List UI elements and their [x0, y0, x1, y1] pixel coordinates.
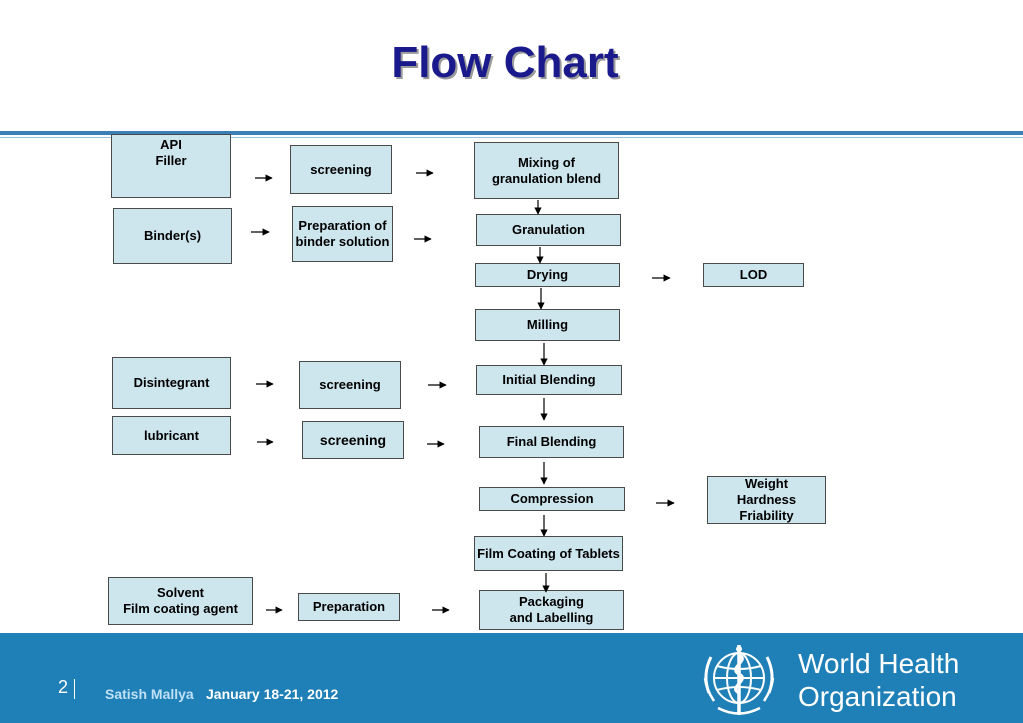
box-binder-preparation: Preparation of binder solution	[292, 206, 393, 262]
header-rule	[0, 131, 1023, 135]
box-solvent: Solvent Film coating agent	[108, 577, 253, 625]
box-preparation: Preparation	[298, 593, 400, 621]
who-emblem-icon	[703, 645, 775, 715]
box-milling: Milling	[475, 309, 620, 341]
box-lod: LOD	[703, 263, 804, 287]
box-quality-tests: Weight Hardness Friability	[707, 476, 826, 524]
page-separator	[74, 679, 75, 699]
page-number: 2	[58, 677, 69, 697]
box-binder: Binder(s)	[113, 208, 232, 264]
box-packaging: Packaging and Labelling	[479, 590, 624, 630]
slide-title: Flow Chart	[391, 38, 619, 87]
box-final-blending: Final Blending	[479, 426, 624, 458]
box-granulation: Granulation	[476, 214, 621, 246]
author-name: Satish Mallya	[105, 686, 194, 702]
box-disintegrant: Disintegrant	[112, 357, 231, 409]
box-screening-1: screening	[290, 145, 392, 194]
box-film-coating: Film Coating of Tablets	[474, 536, 623, 571]
box-compression: Compression	[479, 487, 625, 511]
box-screening-2: screening	[299, 361, 401, 409]
box-screening-3: screening	[302, 421, 404, 459]
who-wordmark: World Health Organization	[798, 648, 960, 712]
box-drying: Drying	[475, 263, 620, 287]
header-rule-thin	[0, 137, 1023, 138]
box-api-filler: API Filler	[111, 134, 231, 198]
presentation-date: January 18-21, 2012	[206, 686, 339, 702]
box-lubricant: lubricant	[112, 416, 231, 455]
footer-bar: 2 Satish Mallya January 18-21, 2012 Worl…	[0, 633, 1023, 723]
box-mixing: Mixing of granulation blend	[474, 142, 619, 199]
box-initial-blending: Initial Blending	[476, 365, 622, 395]
